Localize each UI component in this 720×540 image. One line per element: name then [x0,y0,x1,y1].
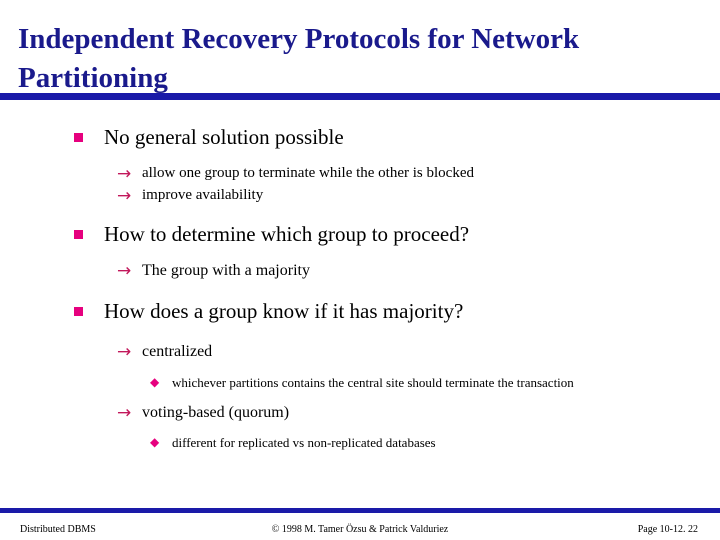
footer-page-number: Page 10-12. 22 [637,524,698,535]
slide-footer: Distributed DBMS © 1998 M. Tamer Özsu & … [0,523,720,537]
slide-title: Independent Recovery Protocols for Netwo… [18,23,580,94]
spacer [0,284,720,298]
spacer [0,365,720,374]
spacer [0,425,720,434]
bullet-level2-improve-availability: → improve availability [0,185,720,206]
footer-course-label: Distributed DBMS [20,524,96,535]
spacer [0,207,720,221]
bullet-level1-label: How to determine which group to proceed? [104,222,470,247]
square-bullet-icon [74,306,83,316]
bullet-level2-label: allow one group to terminate while the o… [142,164,474,181]
slide-body: No general solution possible → allow one… [0,124,720,453]
bullet-level2-label: The group with a majority [142,262,310,280]
bullet-level2-centralized: → centralized [0,341,720,364]
bullet-level1-label: No general solution possible [104,125,344,149]
bullet-level1-label: How does a group know if it has majority… [104,298,464,323]
bullet-level2-label: voting-based (quorum) [142,403,290,421]
bullet-level3-different-for-replicated: ◆ different for replicated vs non-replic… [0,434,720,452]
title-divider-rule [0,93,720,100]
bullet-level2-label: improve availability [142,187,264,204]
bullet-level1-how-to-determine: How to determine which group to proceed? [0,221,720,249]
bullet-level2-voting-based: → voting-based (quorum) [0,402,720,425]
arrow-bullet-icon: → [117,402,132,423]
diamond-bullet-icon: ◆ [150,435,160,450]
bullet-level3-whichever-partitions: ◆ whichever partitions contains the cent… [0,374,720,392]
diamond-bullet-icon: ◆ [150,375,160,390]
square-bullet-icon [74,133,83,142]
spacer [0,154,720,163]
bullet-level1-no-general-solution: No general solution possible [0,124,720,152]
footer-divider-rule [0,508,720,513]
square-bullet-icon [74,230,83,240]
arrow-bullet-icon: → [117,163,132,184]
bullet-level2-group-with-majority: → The group with a majority [0,260,720,283]
spacer [0,327,720,341]
bullet-level3-label: different for replicated vs non-replicat… [172,435,436,451]
bullet-level3-label: whichever partitions contains the centra… [172,375,574,391]
bullet-level2-label: centralized [142,343,213,361]
spacer [0,251,720,260]
spacer [0,393,720,402]
arrow-bullet-icon: → [117,186,132,207]
bullet-level1-how-does-group-know: How does a group know if it has majority… [0,298,720,326]
bullet-level2-allow-one-group: → allow one group to terminate while the… [0,163,720,184]
footer-copyright-label: © 1998 M. Tamer Özsu & Patrick Valduriez [271,524,449,535]
arrow-bullet-icon: → [117,342,132,363]
arrow-bullet-icon: → [117,261,132,282]
